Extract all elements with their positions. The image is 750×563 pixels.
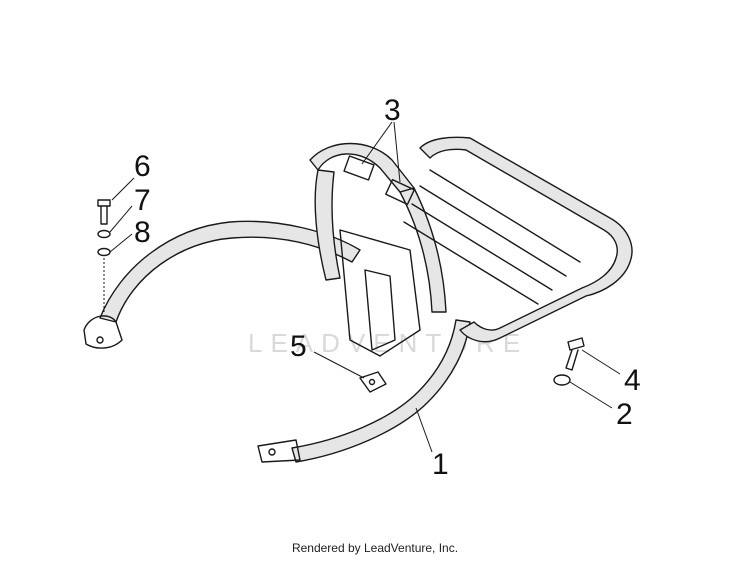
callout-2: 2 (616, 398, 633, 431)
callout-1: 1 (432, 448, 449, 481)
render-credit: Rendered by LeadVenture, Inc. (291, 541, 459, 555)
bolt-part-4 (565, 337, 585, 371)
callout-6: 6 (134, 150, 151, 183)
carrier-platform (403, 136, 633, 343)
front-mount-bracket (257, 439, 301, 463)
callout-8: 8 (134, 216, 151, 249)
clamp-parts (343, 155, 415, 206)
washer-part-2 (553, 374, 571, 386)
callout-7: 7 (134, 184, 151, 217)
left-mount-bracket (83, 315, 123, 349)
callout-3: 3 (384, 94, 401, 127)
mounting-plate (339, 229, 421, 357)
callout-5: 5 (290, 330, 307, 363)
nut-plate-part-5 (359, 371, 387, 393)
leader-lines (109, 121, 621, 453)
rack-frame (83, 142, 471, 463)
callout-4: 4 (624, 364, 641, 397)
fasteners-6-7-8 (97, 199, 111, 312)
